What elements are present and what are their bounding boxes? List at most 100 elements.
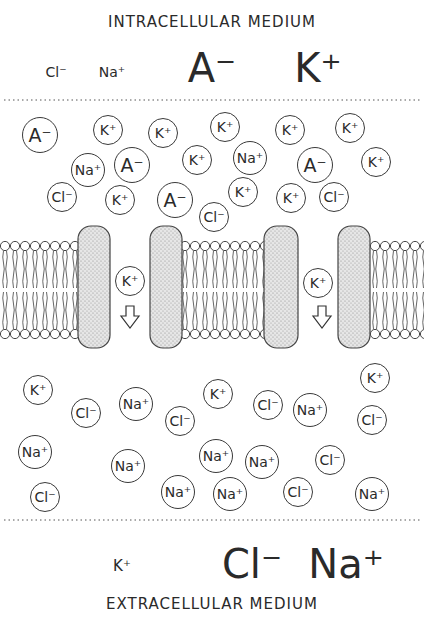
ion-label: K⁺ (155, 126, 172, 140)
channel-pore (296, 232, 340, 344)
ion-label: Na⁺ (75, 163, 101, 177)
ion-label: K⁺ (367, 371, 384, 385)
region-label: EXTRACELLULAR MEDIUM (106, 597, 318, 612)
ion-concentration-label: K⁺ (113, 559, 131, 574)
ion-label: K⁺ (342, 121, 359, 135)
ion-label: K⁺ (210, 387, 227, 401)
ion-circle: K⁺ (276, 183, 306, 213)
ion-circle: Na⁺ (161, 475, 195, 509)
flow-arrow (121, 306, 139, 328)
ion-circle: Na⁺ (293, 393, 327, 427)
ion-circle: K⁺ (275, 115, 305, 145)
ion-label: Cl⁻ (51, 190, 72, 204)
ion-label: Na⁺ (237, 151, 263, 165)
ion-circle: Na⁺ (199, 439, 233, 473)
ion-circle: Na⁺ (213, 477, 247, 511)
ion-circle: A⁻ (157, 182, 193, 218)
channel-protein (338, 226, 370, 348)
ion-circle: K⁺ (335, 113, 365, 143)
ion-circle: Cl⁻ (165, 406, 195, 436)
ion-concentration-label: Na⁺ (99, 65, 125, 79)
ion-label: A⁻ (28, 126, 51, 145)
ion-circle: Na⁺ (245, 445, 279, 479)
ion-circle: Cl⁻ (283, 477, 313, 507)
ion-circle: Cl⁻ (71, 398, 101, 428)
ion-label: Na⁺ (115, 459, 141, 473)
ion-circle: Cl⁻ (253, 390, 283, 420)
ion-label: Na⁺ (359, 487, 385, 501)
flow-arrow (313, 306, 331, 328)
ion-label: Na⁺ (217, 487, 243, 501)
ion-concentration-label: Cl⁻ (45, 65, 66, 79)
ion-circle: Cl⁻ (199, 202, 229, 232)
channel-protein (78, 226, 110, 348)
ion-circle: K⁺ (93, 115, 123, 145)
ion-circle: K⁺ (361, 147, 391, 177)
ion-label: Cl⁻ (34, 490, 55, 504)
ion-circle: K⁺ (105, 185, 135, 215)
ion-circle: K⁺ (303, 268, 333, 298)
ion-concentration-label: Cl⁻ (222, 544, 282, 584)
ion-circle: Cl⁻ (319, 182, 349, 212)
ion-label: K⁺ (30, 383, 47, 397)
boundary-line (4, 100, 420, 101)
ion-circle: A⁻ (22, 117, 58, 153)
ion-concentration-label: Na⁺ (308, 544, 384, 584)
ion-circle: Na⁺ (18, 435, 52, 469)
ion-label: A⁻ (303, 156, 326, 175)
ion-circle: K⁺ (210, 112, 240, 142)
ion-label: K⁺ (283, 191, 300, 205)
ion-circle: Cl⁻ (315, 445, 345, 475)
ion-label: Na⁺ (123, 397, 149, 411)
ion-label: Cl⁻ (319, 453, 340, 467)
channel-protein (264, 226, 298, 348)
ion-label: Na⁺ (165, 485, 191, 499)
ion-label: Cl⁻ (287, 485, 308, 499)
ion-circle: K⁺ (203, 379, 233, 409)
ion-label: Cl⁻ (75, 406, 96, 420)
ion-circle: K⁺ (23, 375, 53, 405)
ion-circle: K⁺ (115, 266, 145, 296)
ion-circle: K⁺ (360, 363, 390, 393)
ion-label: Cl⁻ (257, 398, 278, 412)
ion-circle: Na⁺ (119, 387, 153, 421)
ion-circle: Cl⁻ (47, 182, 77, 212)
ion-circle: Na⁺ (111, 449, 145, 483)
ion-circle: Na⁺ (71, 153, 105, 187)
ion-label: Cl⁻ (169, 414, 190, 428)
ion-label: K⁺ (122, 274, 139, 288)
ion-circle: K⁺ (228, 177, 258, 207)
ion-label: K⁺ (282, 123, 299, 137)
channel-protein (150, 226, 182, 348)
ion-circle: Na⁺ (233, 141, 267, 175)
ion-circle: Cl⁻ (30, 482, 60, 512)
ion-circle: A⁻ (114, 147, 150, 183)
ion-label: K⁺ (310, 276, 327, 290)
ion-label: K⁺ (235, 185, 252, 199)
ion-label: A⁻ (120, 156, 143, 175)
region-label: INTRACELLULAR MEDIUM (108, 15, 316, 30)
ion-label: K⁺ (189, 153, 206, 167)
ion-label: Na⁺ (297, 403, 323, 417)
ion-circle: Cl⁻ (357, 405, 387, 435)
ion-label: K⁺ (217, 120, 234, 134)
ion-concentration-label: K⁺ (294, 48, 341, 88)
ion-label: Cl⁻ (203, 210, 224, 224)
ion-label: Na⁺ (203, 449, 229, 463)
ion-concentration-label: A⁻ (188, 48, 236, 88)
ion-circle: K⁺ (148, 118, 178, 148)
ion-label: K⁺ (100, 123, 117, 137)
ion-circle: A⁻ (297, 147, 333, 183)
ion-label: Na⁺ (22, 445, 48, 459)
channel-pore (108, 232, 152, 344)
ion-label: K⁺ (112, 193, 129, 207)
ion-label: A⁻ (163, 191, 186, 210)
ion-label: K⁺ (368, 155, 385, 169)
ion-label: Na⁺ (249, 455, 275, 469)
ion-label: Cl⁻ (361, 413, 382, 427)
boundary-line (4, 520, 420, 521)
ion-circle: K⁺ (182, 145, 212, 175)
ion-label: Cl⁻ (323, 190, 344, 204)
ion-circle: Na⁺ (355, 477, 389, 511)
